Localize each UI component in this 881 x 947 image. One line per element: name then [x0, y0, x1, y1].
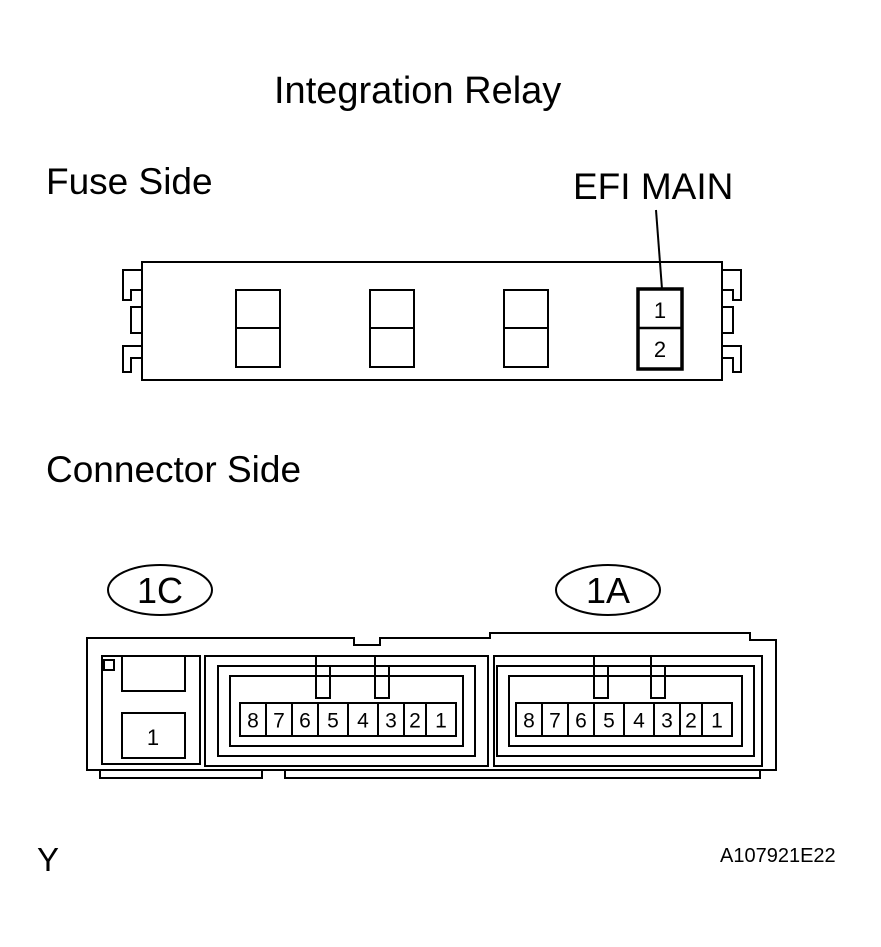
- connector-1c-pin-1: 1: [147, 725, 159, 750]
- connector-side-label: Connector Side: [46, 449, 302, 490]
- connector-housing-outline: [86, 632, 777, 771]
- pin-number: 3: [385, 710, 397, 733]
- pin-number: 1: [711, 710, 723, 733]
- pin-number: 6: [575, 710, 587, 733]
- right-clip-middle: [722, 306, 734, 334]
- figure-code: A107921E22: [720, 845, 836, 867]
- fuse-slot: [369, 289, 415, 368]
- pin-number: 2: [685, 710, 697, 733]
- pin-number: 5: [603, 710, 615, 733]
- connector-1a-tag: 1A: [555, 564, 661, 616]
- efi-main-slot: 1 2: [636, 287, 684, 371]
- pin-cell: [701, 702, 733, 737]
- pin-cell: [425, 702, 457, 737]
- diagram-title: Integration Relay: [274, 70, 562, 112]
- left-clip-bottom: [122, 345, 142, 373]
- pin-number: 4: [633, 710, 645, 733]
- relay-housing: [141, 261, 723, 381]
- pin-number: 1: [435, 710, 447, 733]
- fuse-slot: [235, 289, 281, 368]
- corner-code-y: Y: [37, 841, 60, 878]
- pin-number: 2: [409, 710, 421, 733]
- right-clip-top: [722, 269, 742, 301]
- left-clip-middle: [130, 306, 142, 334]
- fuse-slot: [503, 289, 549, 368]
- left-clip-top: [122, 269, 142, 301]
- efi-callout-leader: [655, 209, 663, 290]
- right-clip-bottom: [722, 345, 742, 373]
- fuse-side-label: Fuse Side: [46, 161, 213, 202]
- efi-pin-2: 2: [654, 337, 666, 362]
- pin-number: 8: [523, 710, 535, 733]
- housing-notch: [103, 659, 115, 671]
- pin-number: 7: [273, 710, 285, 733]
- pin-number: 8: [247, 710, 259, 733]
- pin-cell: [121, 712, 186, 759]
- fuse-side-body: 1 2: [122, 209, 742, 381]
- pin-number: 6: [299, 710, 311, 733]
- connector-1a-id: 1A: [586, 570, 630, 611]
- housing-base-lip: [99, 770, 761, 779]
- pin-number: 4: [357, 710, 369, 733]
- connector-1c-block: 1: [101, 655, 201, 765]
- efi-main-callout: EFI MAIN: [573, 166, 734, 207]
- connector-1c-tag: 1C: [107, 564, 213, 616]
- efi-pin-1: 1: [654, 298, 666, 323]
- connector-1c-id: 1C: [137, 570, 183, 611]
- pin-number: 5: [327, 710, 339, 733]
- pin-number: 7: [549, 710, 561, 733]
- pin-number: 3: [661, 710, 673, 733]
